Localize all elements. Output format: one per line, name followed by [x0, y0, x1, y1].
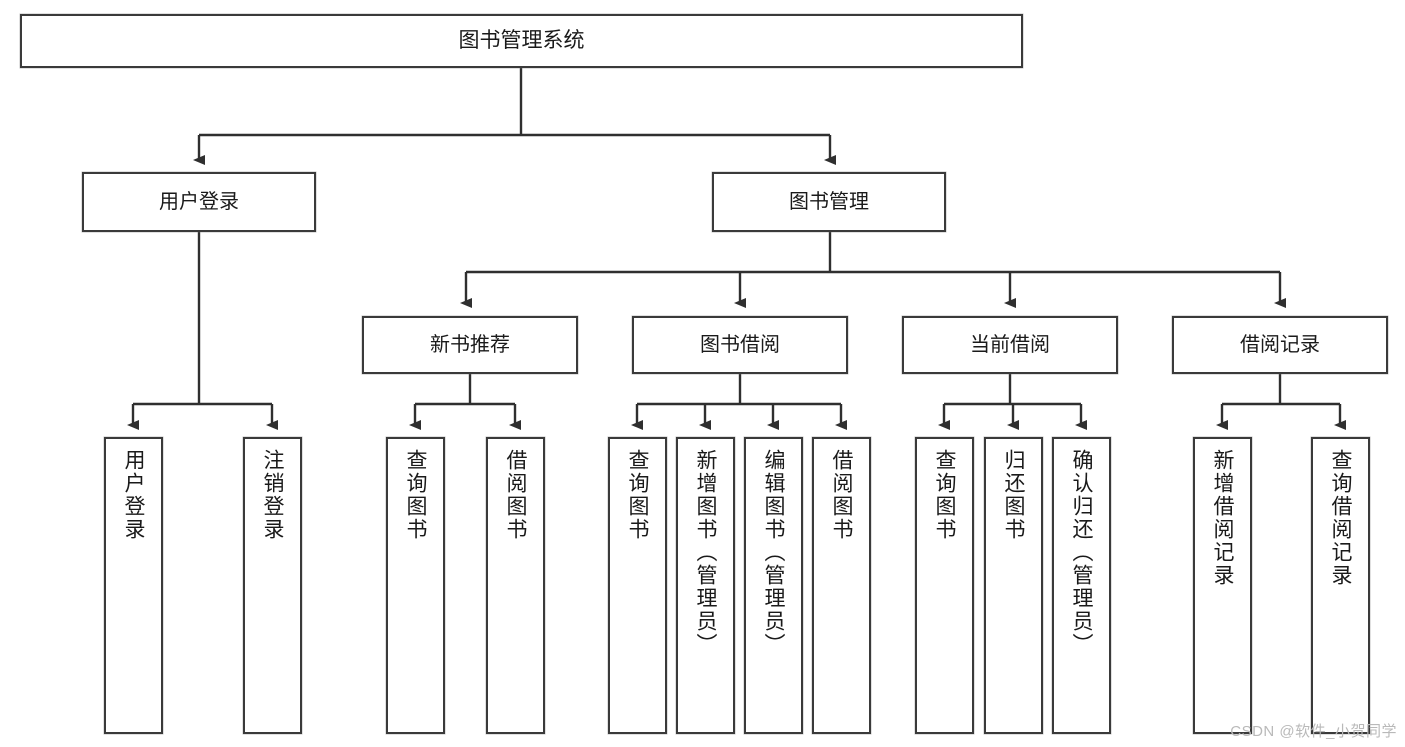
- node-label: 归还图书: [1002, 449, 1025, 541]
- leaf-current-return-book[interactable]: 归还图书: [984, 437, 1043, 734]
- leaf-record-add-record[interactable]: 新增借阅记录: [1193, 437, 1252, 734]
- node-book-management[interactable]: 图书管理: [712, 172, 946, 232]
- node-label: 编辑图书（管理员）: [762, 449, 785, 656]
- node-borrow-record[interactable]: 借阅记录: [1172, 316, 1388, 374]
- node-label: 图书借阅: [700, 333, 780, 356]
- node-label: 注销登录: [261, 449, 284, 541]
- node-label: 查询图书: [626, 449, 649, 541]
- node-label: 用户登录: [159, 190, 239, 213]
- leaf-borrow-edit-book[interactable]: 编辑图书（管理员）: [744, 437, 803, 734]
- node-root-book-management-system[interactable]: 图书管理系统: [20, 14, 1023, 68]
- leaf-current-query-book[interactable]: 查询图书: [915, 437, 974, 734]
- leaf-record-query-record[interactable]: 查询借阅记录: [1311, 437, 1370, 734]
- leaf-user-login-logout[interactable]: 注销登录: [243, 437, 302, 734]
- leaf-borrow-add-book[interactable]: 新增图书（管理员）: [676, 437, 735, 734]
- node-label: 确认归还（管理员）: [1070, 449, 1093, 656]
- node-label: 新书推荐: [430, 333, 510, 356]
- node-label: 查询图书: [404, 449, 427, 541]
- node-label: 查询借阅记录: [1329, 449, 1352, 587]
- node-label: 当前借阅: [970, 333, 1050, 356]
- node-label: 查询图书: [933, 449, 956, 541]
- node-user-login[interactable]: 用户登录: [82, 172, 316, 232]
- leaf-recommend-query-book[interactable]: 查询图书: [386, 437, 445, 734]
- leaf-recommend-borrow-book[interactable]: 借阅图书: [486, 437, 545, 734]
- node-label: 借阅图书: [830, 449, 853, 541]
- node-label: 新增借阅记录: [1211, 449, 1234, 587]
- leaf-borrow-borrow-book[interactable]: 借阅图书: [812, 437, 871, 734]
- node-label: 新增图书（管理员）: [694, 449, 717, 656]
- node-new-book-recommend[interactable]: 新书推荐: [362, 316, 578, 374]
- node-book-borrow[interactable]: 图书借阅: [632, 316, 848, 374]
- watermark: CSDN @软件_小贺同学: [1230, 723, 1397, 740]
- node-current-borrow[interactable]: 当前借阅: [902, 316, 1118, 374]
- leaf-user-login-login[interactable]: 用户登录: [104, 437, 163, 734]
- leaf-borrow-query-book[interactable]: 查询图书: [608, 437, 667, 734]
- node-label: 图书管理系统: [458, 29, 585, 53]
- node-label: 用户登录: [122, 449, 145, 541]
- node-label: 借阅图书: [504, 449, 527, 541]
- node-label: 借阅记录: [1240, 333, 1320, 356]
- node-label: 图书管理: [789, 190, 869, 213]
- leaf-current-confirm-return[interactable]: 确认归还（管理员）: [1052, 437, 1111, 734]
